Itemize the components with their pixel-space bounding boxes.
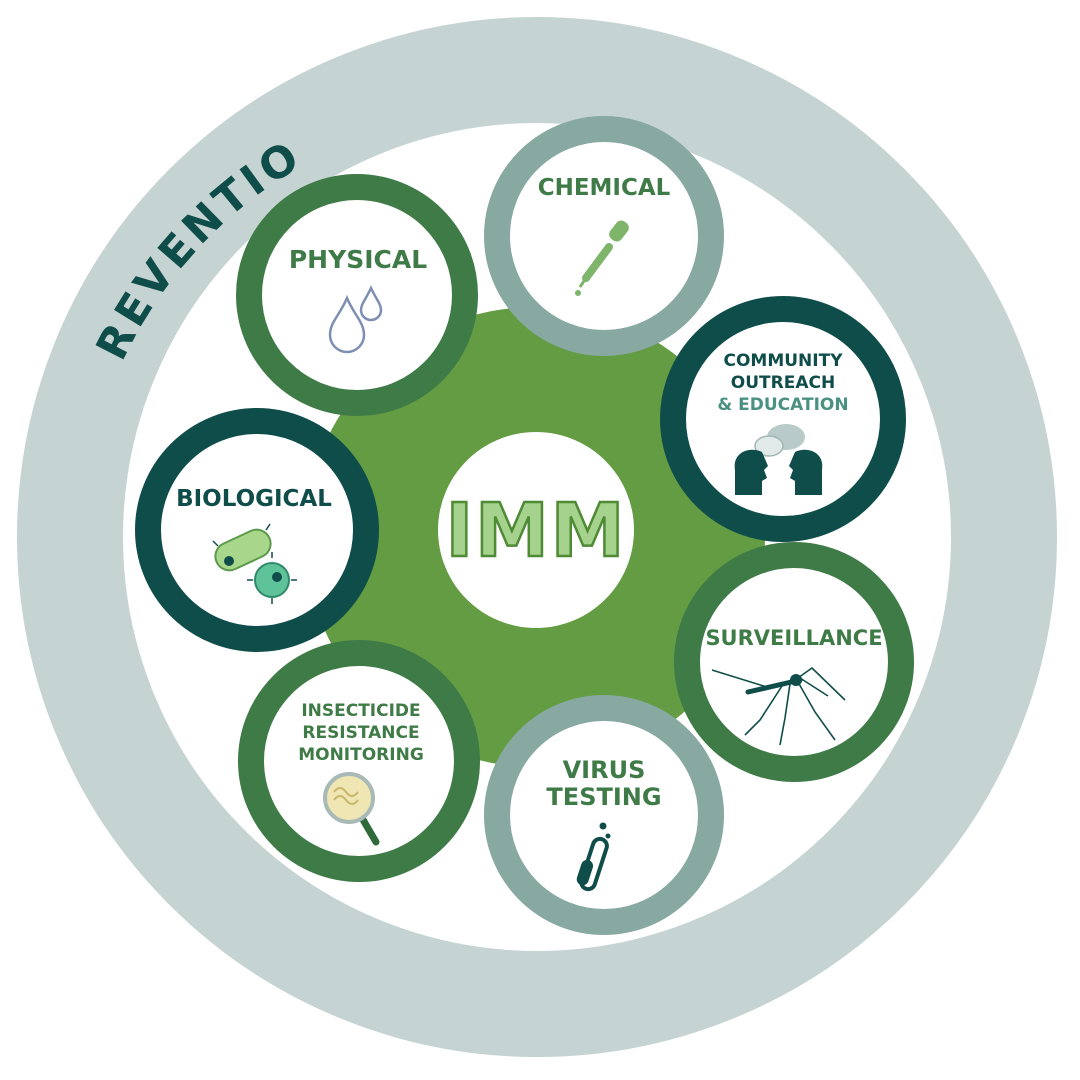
node-community-outreach: COMMUNITY OUTREACH & EDUCATION: [660, 296, 906, 542]
node-surveillance: SURVEILLANCE: [674, 542, 914, 782]
virus-label-line1: VIRUS: [563, 756, 646, 784]
test-tube-icon: [576, 822, 611, 892]
insecticide-label-line3: MONITORING: [298, 745, 424, 765]
node-insecticide: INSECTICIDE RESISTANCE MONITORING: [238, 640, 480, 882]
community-label-line1: COMMUNITY: [723, 351, 843, 371]
insecticide-label-line2: RESISTANCE: [302, 723, 419, 743]
talking-heads-icon: [734, 424, 823, 495]
biological-label: BIOLOGICAL: [176, 486, 332, 512]
prevention-ring: [17, 17, 1057, 1057]
surveillance-label: SURVEILLANCE: [705, 626, 882, 650]
center-circle: [438, 432, 634, 628]
bacteria-icon: [212, 523, 297, 604]
chemical-label: CHEMICAL: [538, 175, 671, 201]
insecticide-label-line1: INSECTICIDE: [301, 701, 420, 721]
node-physical: PHYSICAL: [236, 174, 478, 416]
mosquito-icon: [711, 666, 846, 746]
node-biological: BIOLOGICAL: [135, 408, 379, 652]
community-label-line3: & EDUCATION: [717, 395, 848, 415]
center-label: IMM: [446, 488, 627, 574]
magnifier-icon: [323, 772, 380, 846]
dropper-icon: [575, 220, 629, 296]
node-virus-testing: VIRUS TESTING: [484, 695, 724, 935]
node-chemical: CHEMICAL: [484, 116, 724, 356]
water-drops-icon: [328, 284, 383, 354]
community-label-line2: OUTREACH: [731, 373, 835, 393]
physical-label: PHYSICAL: [289, 245, 427, 274]
virus-label-line2: TESTING: [546, 783, 661, 811]
